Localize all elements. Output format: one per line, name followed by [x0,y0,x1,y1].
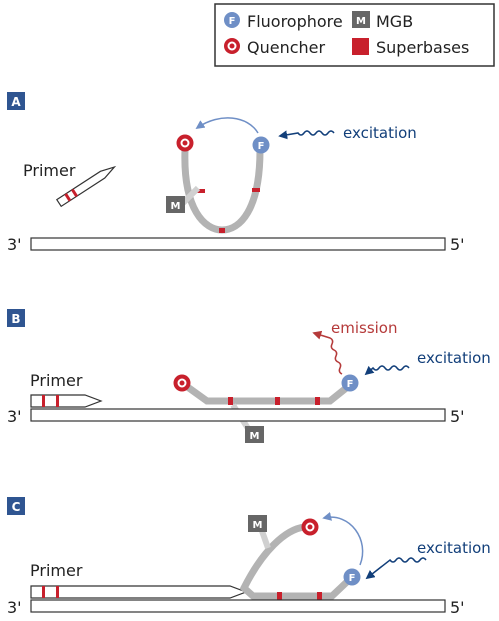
panel-c-badge: C [7,497,25,515]
panel-b-emission-wave [312,330,343,375]
svg-text:F: F [258,141,265,152]
panel-b-excitation-wave [364,365,410,376]
svg-text:M: M [253,520,263,531]
panel-c-excitation-wave [365,557,427,580]
panel-a-excitation-label: excitation [343,124,417,142]
panel-c-mgb: M [248,515,267,532]
panel-b-template-strand [30,408,446,422]
panel-b-strand-5prime: 5' [450,407,465,426]
svg-text:M: M [356,16,366,27]
panel-c-superbase [277,592,282,600]
panel-a-strand-3prime: 3' [7,235,22,254]
panel-a-superbase [219,228,225,233]
fluorophore-icon: F [224,12,240,28]
svg-text:B: B [11,312,20,326]
legend: F Fluorophore M MGB Quencher Superbases [214,3,495,67]
legend-mgb-label: MGB [376,12,413,31]
panel-b-strand-3prime: 3' [7,407,22,426]
panel-c: C Primer M F excitation 3' 5' [7,497,491,617]
panel-a-energy-transfer-arrow [195,117,259,134]
panel-b-superbase [228,397,233,405]
legend-fluorophore-label: Fluorophore [247,12,343,31]
svg-text:F: F [347,379,354,390]
panel-a-badge: A [7,92,25,110]
panel-c-primer-label: Primer [30,561,83,580]
panel-c-quencher [301,518,319,536]
mgb-icon: M [352,11,370,28]
svg-text:F: F [349,573,356,584]
quencher-icon [224,38,240,54]
panel-c-mgb-linker [259,530,271,549]
panel-c-probe [239,523,353,600]
panel-c-template-strand [30,599,446,613]
svg-text:A: A [11,95,21,109]
panel-a-template-strand [30,237,446,251]
panel-b-superbase [275,397,280,405]
legend-quencher-label: Quencher [247,38,326,57]
svg-text:F: F [229,16,236,27]
panel-c-energy-transfer-arrow [322,512,364,566]
panel-a-mgb: M [166,196,185,213]
panel-b-superbase [315,397,320,405]
panel-b-mgb: M [245,426,264,443]
panel-c-fluorophore: F [343,568,361,586]
panel-c-strand-3prime: 3' [7,598,22,617]
legend-superbases-label: Superbases [376,38,469,57]
panel-b-fluorophore: F [341,374,359,392]
panel-a-fluorophore: F [252,136,270,154]
panel-c-primer [30,585,248,599]
svg-text:C: C [12,500,21,514]
superbase-icon [352,38,369,55]
panel-b-excitation-label: excitation [417,349,491,367]
panel-a-primer [55,165,117,208]
panel-b-primer [30,394,103,408]
panel-a-superbase [252,188,260,192]
svg-text:M: M [250,431,260,442]
panel-b-emission-label: emission [331,319,398,337]
panel-a-quencher [176,134,194,152]
panel-b-probe [179,380,353,405]
panel-c-strand-5prime: 5' [450,598,465,617]
panel-a-excitation-wave [278,130,335,140]
panel-a: A Primer M F excitation 3' 5 [7,92,465,254]
panel-c-superbase [317,592,322,600]
panel-a-primer-label: Primer [23,161,76,180]
panel-b: B Primer M F emission excitation 3' [7,309,491,443]
panel-a-strand-5prime: 5' [450,235,465,254]
panel-c-excitation-label: excitation [417,539,491,557]
svg-text:M: M [171,201,181,212]
panel-b-quencher [173,374,191,392]
panel-b-badge: B [7,309,25,327]
panel-a-superbase [197,189,205,193]
panel-b-primer-label: Primer [30,371,83,390]
panel-a-mgb-linker [180,185,201,206]
